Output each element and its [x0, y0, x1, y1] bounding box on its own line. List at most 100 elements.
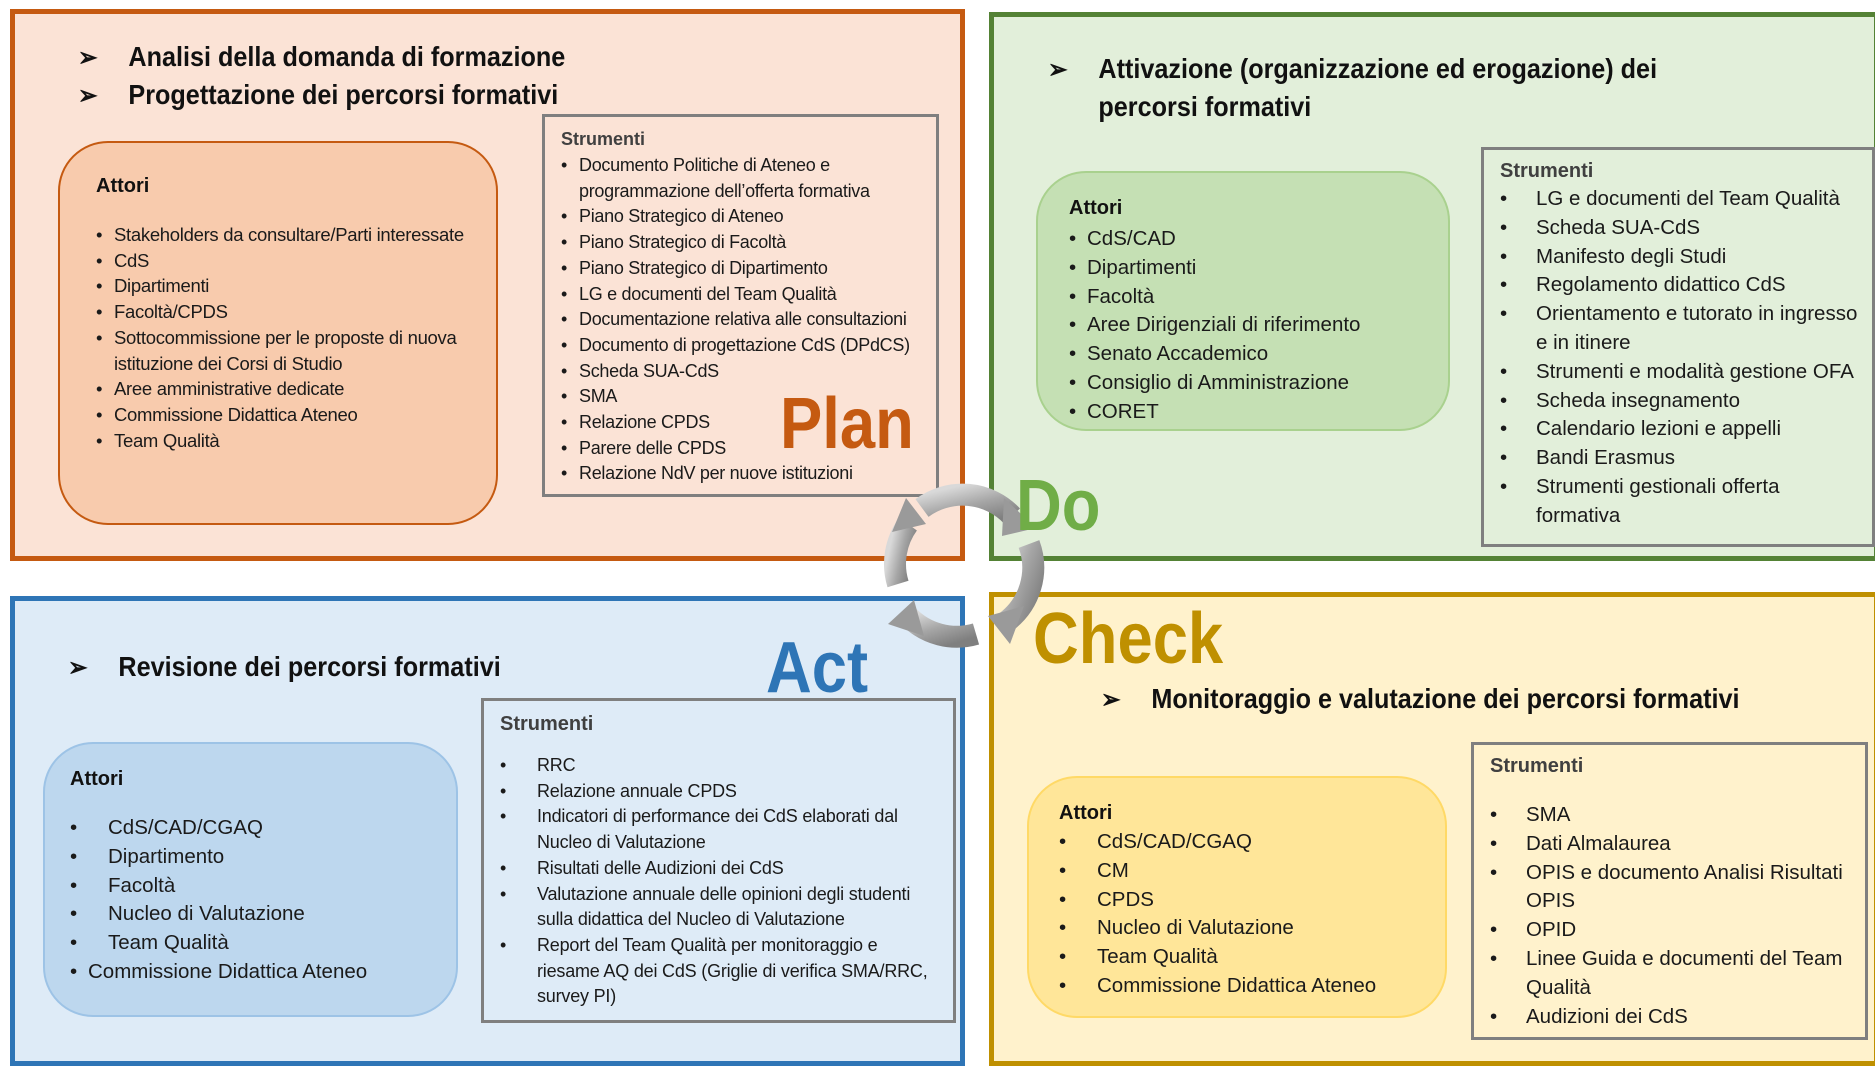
list-item: Piano Strategico di Dipartimento [561, 256, 931, 282]
list-item: Strumenti e modalità gestione OFA [1500, 358, 1865, 387]
plan-actors-title: Attori [96, 175, 150, 197]
list-item: CdS/CAD/CGAQ [1059, 828, 1439, 857]
list-item: Valutazione annuale delle opinioni degli… [500, 882, 940, 933]
act-actors-list: CdS/CAD/CGAQ Dipartimento Facoltà Nucleo… [70, 814, 450, 987]
list-item: Parere delle CPDS [561, 436, 931, 462]
check-actors-title: Attori [1059, 802, 1113, 824]
list-item: Facoltà/CPDS [96, 299, 466, 325]
do-actors-box: Attori CdS/CAD Dipartimenti Facoltà Aree… [1036, 171, 1450, 431]
act-tools-title: Strumenti [500, 713, 594, 735]
act-actors-title: Attori [70, 768, 124, 790]
phase-label-do: Do [1016, 466, 1101, 546]
check-objective: ➢ Monitoraggio e valutazione dei percors… [1101, 680, 1740, 718]
list-item: Facoltà [70, 872, 450, 901]
do-actors-list: CdS/CAD Dipartimenti Facoltà Aree Dirige… [1069, 225, 1439, 427]
list-item: Strumenti gestionali offerta formativa [1500, 473, 1865, 531]
list-item: Team Qualità [1059, 943, 1439, 972]
list-item: Senato Accademico [1069, 340, 1439, 369]
act-tools-box: Strumenti RRC Relazione annuale CPDS Ind… [481, 698, 956, 1023]
list-item: LG e documenti del Team Qualità [1500, 185, 1865, 214]
plan-objective-1: ➢ Analisi della domanda di formazione [78, 38, 565, 76]
list-item: Sottocommissione per le proposte di nuov… [96, 325, 466, 376]
act-objective: ➢ Revisione dei percorsi formativi [68, 648, 501, 686]
list-item: Scheda SUA-CdS [561, 359, 931, 385]
check-tools-list: SMA Dati Almalaurea OPIS e documento Ana… [1490, 801, 1860, 1031]
list-item: Dipartimenti [1069, 254, 1439, 283]
list-item: Aree Dirigenziali di riferimento [1069, 311, 1439, 340]
list-item: OPIS e documento Analisi Risultati OPIS [1490, 859, 1860, 917]
list-item: CdS/CAD/CGAQ [70, 814, 450, 843]
list-item: Piano Strategico di Ateneo [561, 204, 931, 230]
do-actors-title: Attori [1069, 197, 1123, 219]
list-item: Documentazione relativa alle consultazio… [561, 307, 931, 333]
plan-actors-box: Attori Stakeholders da consultare/Parti … [58, 141, 498, 525]
list-item: Nucleo di Valutazione [70, 900, 450, 929]
list-item: CM [1059, 857, 1439, 886]
phase-label-act: Act [766, 628, 869, 708]
list-item: Stakeholders da consultare/Parti interes… [96, 222, 466, 248]
arrow-bullet-icon: ➢ [68, 652, 88, 682]
list-item: Dipartimento [70, 843, 450, 872]
do-tools-box: Strumenti LG e documenti del Team Qualit… [1481, 147, 1875, 547]
list-item: Bandi Erasmus [1500, 444, 1865, 473]
list-item: Team Qualità [96, 428, 466, 454]
list-item: Relazione annuale CPDS [500, 779, 940, 805]
arrow-bullet-icon: ➢ [78, 42, 98, 72]
plan-tools-list: Documento Politiche di Ateneo e programm… [561, 153, 931, 487]
do-objective: ➢ Attivazione (organizzazione ed erogazi… [1048, 50, 1750, 126]
list-item: SMA [561, 384, 931, 410]
list-item: Orientamento e tutorato in ingresso e in… [1500, 300, 1865, 358]
list-item: Indicatori di performance dei CdS elabor… [500, 804, 940, 855]
list-item: Team Qualità [70, 929, 450, 958]
list-item: Scheda SUA-CdS [1500, 214, 1865, 243]
do-tools-title: Strumenti [1500, 160, 1594, 182]
phase-label-plan: Plan [780, 384, 914, 464]
list-item: Nucleo di Valutazione [1059, 914, 1439, 943]
list-item: Facoltà [1069, 283, 1439, 312]
list-item: CdS/CAD [1069, 225, 1439, 254]
list-item: Aree amministrative dedicate [96, 376, 466, 402]
circular-arrows-icon [884, 483, 1045, 648]
check-tools-title: Strumenti [1490, 755, 1584, 777]
list-item: Risultati delle Audizioni dei CdS [500, 856, 940, 882]
list-item: Scheda insegnamento [1500, 387, 1865, 416]
list-item: Dati Almalaurea [1490, 830, 1860, 859]
act-actors-box: Attori CdS/CAD/CGAQ Dipartimento Facoltà… [43, 742, 458, 1017]
list-item: Documento Politiche di Ateneo e programm… [561, 153, 931, 204]
check-actors-list: CdS/CAD/CGAQ CM CPDS Nucleo di Valutazio… [1059, 828, 1439, 1001]
arrow-bullet-icon: ➢ [78, 80, 98, 110]
list-item: Commissione Didattica Ateneo [70, 958, 450, 987]
list-item: Commissione Didattica Ateneo [1059, 972, 1439, 1001]
list-item: OPID [1490, 916, 1860, 945]
list-item: SMA [1490, 801, 1860, 830]
list-item: Relazione NdV per nuove istituzioni [561, 461, 931, 487]
list-item: CPDS [1059, 886, 1439, 915]
list-item: Calendario lezioni e appelli [1500, 415, 1865, 444]
arrow-bullet-icon: ➢ [1048, 54, 1068, 84]
list-item: CORET [1069, 398, 1439, 427]
list-item: LG e documenti del Team Qualità [561, 282, 931, 308]
list-item: Relazione CPDS [561, 410, 931, 436]
act-tools-list: RRC Relazione annuale CPDS Indicatori di… [500, 753, 940, 1010]
do-tools-list: LG e documenti del Team Qualità Scheda S… [1500, 185, 1865, 531]
plan-actors-list: Stakeholders da consultare/Parti interes… [96, 222, 466, 453]
list-item: RRC [500, 753, 940, 779]
list-item: Report del Team Qualità per monitoraggio… [500, 933, 940, 1010]
list-item: Consiglio di Amministrazione [1069, 369, 1439, 398]
list-item: Dipartimenti [96, 273, 466, 299]
list-item: CdS [96, 248, 466, 274]
list-item: Regolamento didattico CdS [1500, 271, 1865, 300]
phase-label-check: Check [1033, 599, 1224, 679]
plan-tools-box: Strumenti Documento Politiche di Ateneo … [542, 114, 939, 497]
list-item: Audizioni dei CdS [1490, 1003, 1860, 1032]
list-item: Manifesto degli Studi [1500, 243, 1865, 272]
check-actors-box: Attori CdS/CAD/CGAQ CM CPDS Nucleo di Va… [1027, 776, 1447, 1018]
arrow-bullet-icon: ➢ [1101, 684, 1121, 714]
list-item: Linee Guida e documenti del Team Qualità [1490, 945, 1860, 1003]
list-item: Commissione Didattica Ateneo [96, 402, 466, 428]
list-item: Piano Strategico di Facoltà [561, 230, 931, 256]
plan-objective-2: ➢ Progettazione dei percorsi formativi [78, 76, 558, 114]
check-tools-box: Strumenti SMA Dati Almalaurea OPIS e doc… [1471, 742, 1868, 1040]
list-item: Documento di progettazione CdS (DPdCS) [561, 333, 931, 359]
plan-tools-title: Strumenti [561, 129, 646, 149]
